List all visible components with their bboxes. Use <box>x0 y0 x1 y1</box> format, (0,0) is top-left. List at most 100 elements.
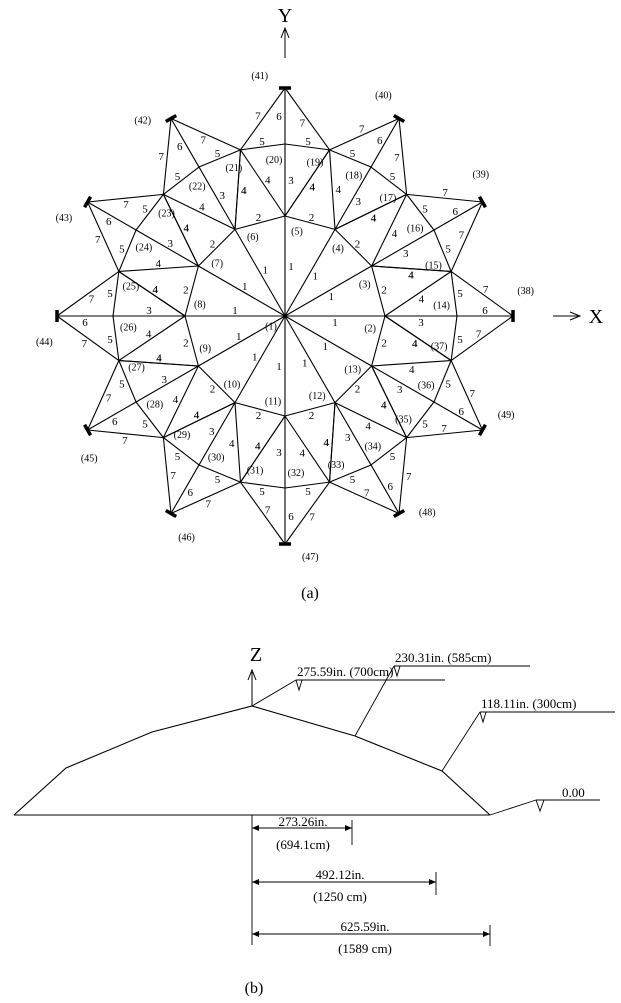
ring1-member <box>234 402 286 417</box>
member-group-label: 5 <box>175 171 181 183</box>
node-label: (37) <box>431 341 448 352</box>
member-group-label: 3 <box>276 447 282 459</box>
member-group-label: 6 <box>276 111 282 123</box>
edge-member <box>329 118 400 151</box>
member-group-label: 6 <box>177 141 183 153</box>
node-label: (23) <box>158 208 175 219</box>
member-group-label: 5 <box>350 148 356 160</box>
member-group-label: 1 <box>236 331 242 343</box>
edge-member <box>170 118 241 151</box>
ring2-member <box>329 464 372 483</box>
support-icon <box>164 114 178 124</box>
edge-member <box>284 481 330 545</box>
ring1-member <box>234 215 286 230</box>
member-group-label: 2 <box>381 338 387 350</box>
radial-member <box>198 402 236 466</box>
member-group-label: 7 <box>95 234 101 246</box>
support-member <box>170 464 200 514</box>
member-group-label: 7 <box>406 471 412 483</box>
member-group-label: 4 <box>408 270 414 282</box>
diagonal-member <box>234 149 242 230</box>
member-group-label: 5 <box>457 288 463 300</box>
member-group-label: 5 <box>350 474 356 486</box>
node-label: (5) <box>291 226 303 237</box>
ring2-member <box>329 149 372 168</box>
radial-member <box>334 166 372 230</box>
member-group-label: 3 <box>403 248 409 260</box>
member-group-label: 4 <box>146 328 152 340</box>
member-group-label: 2 <box>256 212 262 224</box>
support-icon <box>164 508 178 518</box>
edge-member <box>56 271 120 317</box>
member-group-label: 1 <box>276 361 282 373</box>
member-group-label: 3 <box>345 432 351 444</box>
member-group-label: 7 <box>106 393 112 405</box>
span-dimension-2: 492.12in. (1250 cm) <box>252 867 437 904</box>
member-group-label: 5 <box>259 486 265 498</box>
member-group-label: 4 <box>199 201 205 213</box>
node-label: (40) <box>375 90 392 101</box>
level-label-300: 118.11in. (300cm) <box>481 696 576 711</box>
level-marker-300: 118.11in. (300cm) <box>441 696 615 772</box>
member-group-label: 5 <box>259 136 265 148</box>
member-group-label: 5 <box>119 379 125 391</box>
edge-member <box>450 315 514 361</box>
node-label: (25) <box>123 282 140 293</box>
radial-member <box>284 229 336 317</box>
span-dimension-1: 273.26in. (694.1cm) <box>252 814 353 852</box>
node-label: (45) <box>81 454 98 465</box>
level-label-0: 0.00 <box>562 785 585 800</box>
diagonal-member <box>328 402 336 483</box>
member-group-label: 7 <box>205 498 211 510</box>
member-group-label: 5 <box>457 334 463 346</box>
support-symbols <box>55 86 515 546</box>
member-group-label: 4 <box>381 399 387 411</box>
member-group-label: 4 <box>371 212 377 224</box>
member-group-label: 7 <box>442 187 448 199</box>
member-group-label: 1 <box>312 271 318 283</box>
member-group-label: 3 <box>209 426 215 438</box>
caption-a: (a) <box>301 585 319 602</box>
member-group-label: 7 <box>89 294 95 306</box>
edge-member <box>406 429 483 439</box>
ring2-member <box>118 229 137 272</box>
node-label: (11) <box>265 397 281 408</box>
edge-member <box>170 481 241 514</box>
member-group-label: 6 <box>112 416 118 428</box>
edge-member <box>240 87 286 151</box>
member-group-label: 5 <box>142 204 148 216</box>
ring2-member <box>118 360 137 403</box>
member-group-label: 7 <box>82 338 88 350</box>
ring2-member <box>112 271 120 317</box>
ring1-member <box>371 315 386 367</box>
ring1-member <box>334 229 372 267</box>
member-group-label: 5 <box>422 418 428 430</box>
member-group-label: 5 <box>390 451 396 463</box>
diagonal-member <box>334 193 407 230</box>
ring2-member <box>433 229 452 272</box>
node-label: (3) <box>359 279 371 290</box>
ring2-member <box>284 143 330 151</box>
level-label-585: 230.31in. (585cm) <box>395 650 491 665</box>
ring2-member <box>450 315 458 361</box>
edge-member <box>284 87 330 151</box>
node-label: (26) <box>120 322 137 333</box>
node-label: (18) <box>345 170 362 181</box>
node-label: (8) <box>194 300 206 311</box>
member-group-label: 5 <box>107 288 113 300</box>
member-group-label: 6 <box>288 511 294 523</box>
node-labels: (1)(2)(3)(4)(5)(6)(7)(8)(9)(10)(11)(12)(… <box>36 71 534 563</box>
node-label: (28) <box>147 399 164 410</box>
ring2-member <box>370 437 407 466</box>
edge-member <box>450 271 514 317</box>
radial-member <box>234 315 286 403</box>
support-member <box>370 118 400 168</box>
member-group-label: 4 <box>255 441 261 453</box>
support-member <box>87 401 137 431</box>
member-group-label: 7 <box>459 229 465 241</box>
edge-member <box>406 193 483 203</box>
node-label: (10) <box>224 379 241 390</box>
radial-member <box>371 365 435 403</box>
member-group-label: 1 <box>332 317 338 329</box>
member-group-label: 4 <box>300 447 306 459</box>
